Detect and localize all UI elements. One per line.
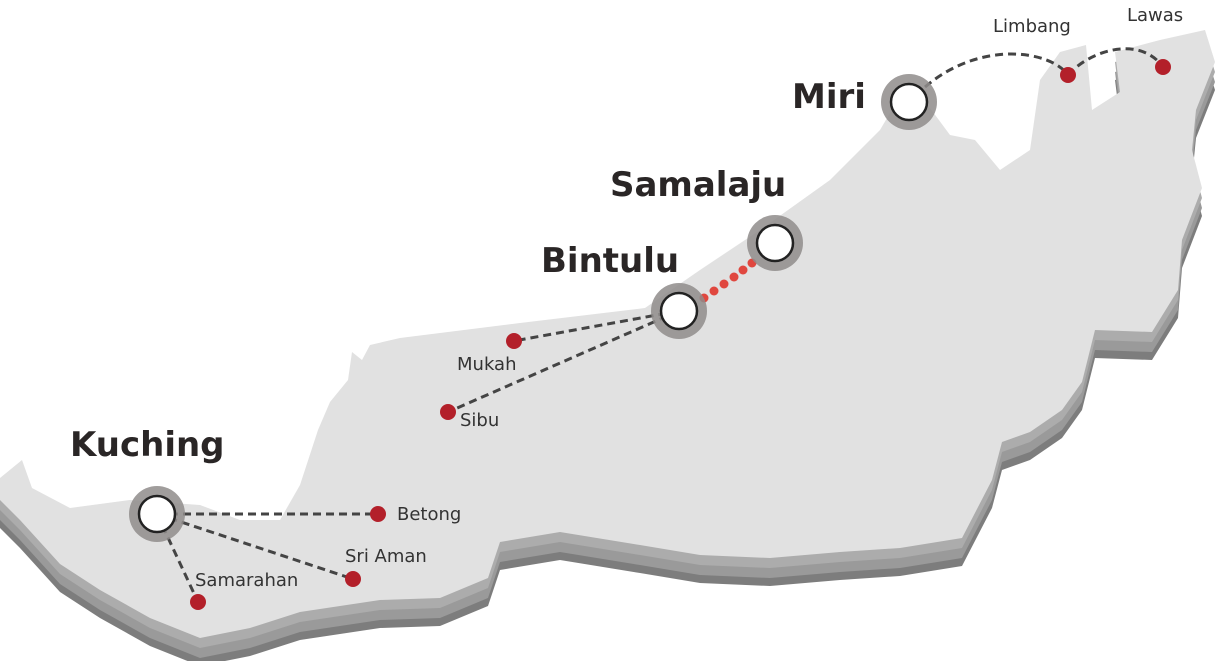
town-label-betong: Betong xyxy=(397,504,461,525)
route-bintulu-sibu xyxy=(447,309,680,414)
city-label-kuching: Kuching xyxy=(70,425,225,465)
major-city-markers xyxy=(129,74,937,542)
town-label-samarahan: Samarahan xyxy=(195,570,298,591)
town-label-lawas: Lawas xyxy=(1127,5,1183,26)
town-dot-mukah[interactable] xyxy=(506,333,522,349)
town-dot-betong[interactable] xyxy=(370,506,386,522)
town-label-mukah: Mukah xyxy=(457,354,516,375)
route-kuching-sriaman xyxy=(156,512,354,581)
city-marker-miri[interactable] xyxy=(881,74,937,130)
city-label-miri: Miri xyxy=(792,77,866,117)
town-dot-sibu[interactable] xyxy=(440,404,456,420)
town-dot-samarahan[interactable] xyxy=(190,594,206,610)
route-miri-limbang xyxy=(924,52,1070,89)
minor-town-dots xyxy=(190,59,1171,610)
city-label-samalaju: Samalaju xyxy=(610,165,786,205)
town-label-limbang: Limbang xyxy=(993,16,1071,37)
town-dot-sri-aman[interactable] xyxy=(345,571,361,587)
city-marker-samalaju[interactable] xyxy=(747,215,803,271)
town-label-sri-aman: Sri Aman xyxy=(345,546,427,567)
town-dot-limbang[interactable] xyxy=(1060,67,1076,83)
route-limbang-lawas xyxy=(1066,47,1165,76)
town-dot-lawas[interactable] xyxy=(1155,59,1171,75)
city-marker-bintulu[interactable] xyxy=(651,283,707,339)
city-label-bintulu: Bintulu xyxy=(541,241,679,281)
route-lines xyxy=(155,47,1165,603)
town-label-sibu: Sibu xyxy=(460,410,499,431)
city-marker-kuching[interactable] xyxy=(129,486,185,542)
